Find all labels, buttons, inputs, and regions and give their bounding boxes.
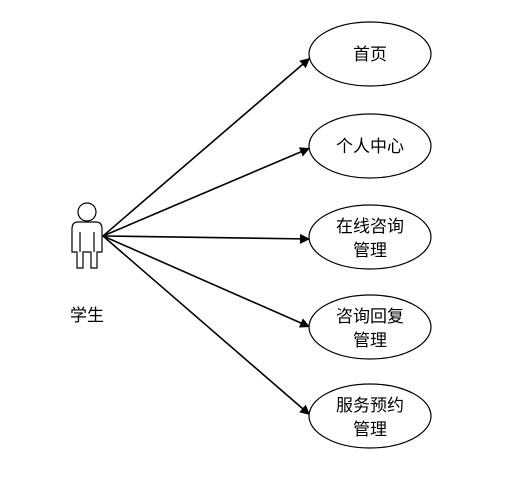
actor-label: 学生	[70, 306, 104, 326]
association-appointment	[102, 235, 311, 416]
use-case-service-appointment: 服务预约 管理	[308, 383, 432, 449]
use-case-label: 首页	[353, 45, 387, 65]
use-case-label: 在线咨询	[336, 217, 404, 237]
actor-student: 学生	[70, 202, 104, 326]
use-case-label: 咨询回复	[336, 307, 404, 327]
actor-icon	[71, 202, 103, 269]
association-home	[102, 57, 311, 237]
use-case-personal-center: 个人中心	[308, 113, 432, 179]
association-consult	[102, 233, 311, 244]
use-case-label: 服务预约	[336, 396, 404, 416]
use-case-online-consult: 在线咨询 管理	[308, 204, 432, 270]
associations	[102, 57, 311, 416]
association-reply	[102, 235, 311, 328]
use-case-label: 个人中心	[336, 137, 404, 157]
use-case-home: 首页	[308, 21, 432, 87]
use-case-label-line2: 管理	[353, 420, 387, 440]
use-case-label-line2: 管理	[353, 331, 387, 351]
association-personal	[102, 147, 311, 237]
use-case-consult-reply: 咨询回复 管理	[308, 294, 432, 360]
use-case-label-line2: 管理	[353, 241, 387, 261]
